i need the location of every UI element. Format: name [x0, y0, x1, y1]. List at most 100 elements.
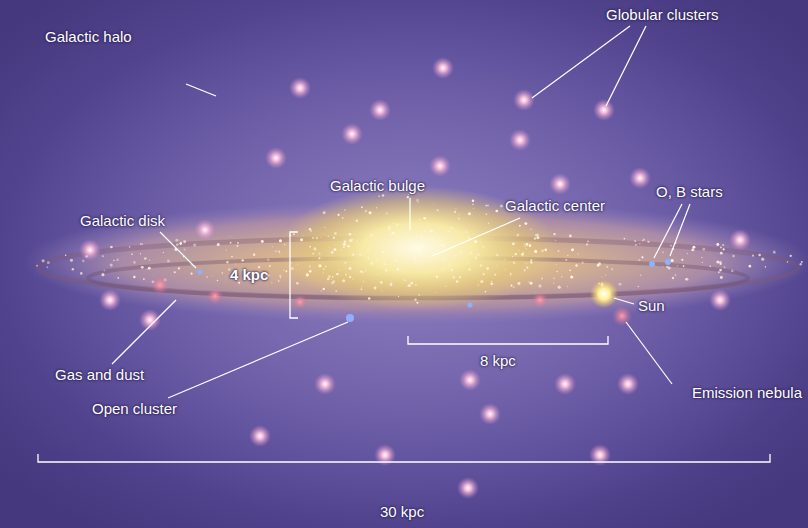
globular-cluster: [629, 167, 651, 189]
star: [605, 275, 606, 276]
star: [461, 232, 462, 233]
star: [720, 247, 722, 249]
star: [335, 290, 337, 292]
star: [528, 282, 529, 283]
star: [468, 268, 470, 270]
star: [394, 259, 397, 262]
globular-cluster: [429, 155, 451, 177]
star: [558, 286, 561, 289]
star: [765, 266, 767, 268]
star: [414, 257, 416, 259]
star: [404, 279, 406, 281]
star: [340, 249, 341, 250]
star: [761, 258, 764, 261]
star: [217, 243, 220, 246]
star: [534, 237, 537, 240]
star: [801, 261, 803, 263]
star: [101, 273, 104, 276]
star: [267, 258, 269, 260]
star: [556, 271, 558, 273]
star: [333, 237, 336, 240]
star: [407, 286, 408, 287]
star: [677, 265, 678, 266]
star: [410, 282, 413, 285]
star: [491, 281, 492, 282]
star: [417, 202, 418, 203]
star: [343, 243, 346, 246]
star: [483, 273, 485, 275]
star: [382, 242, 384, 244]
star: [709, 265, 711, 267]
star: [327, 278, 330, 281]
star: [309, 246, 311, 248]
star: [474, 240, 477, 243]
star: [175, 239, 178, 242]
star: [369, 211, 372, 214]
star: [230, 236, 231, 237]
star: [436, 276, 438, 278]
star: [36, 265, 38, 267]
star: [731, 270, 734, 273]
star: [344, 262, 346, 264]
star: [431, 230, 433, 232]
star: [668, 266, 671, 269]
star: [561, 276, 563, 278]
star: [587, 241, 589, 243]
star: [320, 237, 321, 238]
star: [174, 271, 176, 273]
star: [504, 259, 505, 260]
star: [382, 251, 384, 253]
star: [758, 254, 760, 256]
star: [538, 284, 541, 287]
star: [530, 282, 533, 285]
star: [441, 244, 444, 247]
star: [284, 244, 286, 246]
globular-cluster: [194, 219, 216, 241]
star: [293, 233, 295, 235]
star: [722, 244, 724, 246]
star: [367, 249, 369, 251]
star: [455, 208, 456, 209]
emission-nebulae: [151, 276, 632, 326]
globular-cluster: [341, 123, 363, 145]
star: [179, 242, 182, 245]
star: [342, 279, 345, 282]
dimension-label: 4 kpc: [230, 266, 268, 284]
star: [70, 259, 73, 262]
star: [349, 267, 352, 270]
sun-label: Sun: [638, 297, 665, 315]
star: [421, 247, 424, 250]
star: [513, 261, 516, 264]
star: [117, 277, 119, 279]
star: [349, 233, 352, 236]
star: [163, 252, 164, 253]
star: [435, 292, 436, 293]
star: [381, 290, 382, 291]
star: [681, 259, 683, 261]
star: [113, 260, 114, 261]
star: [477, 253, 479, 255]
star: [352, 278, 354, 280]
star: [647, 241, 649, 243]
star: [571, 248, 574, 251]
star: [414, 260, 417, 263]
star: [390, 234, 392, 236]
star: [523, 251, 524, 252]
star: [384, 263, 386, 265]
star: [567, 286, 568, 287]
star: [485, 205, 487, 207]
star: [451, 269, 453, 271]
star: [325, 266, 327, 268]
star: [193, 244, 196, 247]
star: [486, 213, 488, 215]
star: [672, 277, 674, 279]
star: [361, 206, 363, 208]
leader-lines: [112, 26, 690, 398]
globular-cluster: [314, 373, 336, 395]
star: [386, 212, 388, 214]
star: [749, 265, 752, 268]
star: [569, 270, 571, 272]
star: [480, 280, 483, 283]
